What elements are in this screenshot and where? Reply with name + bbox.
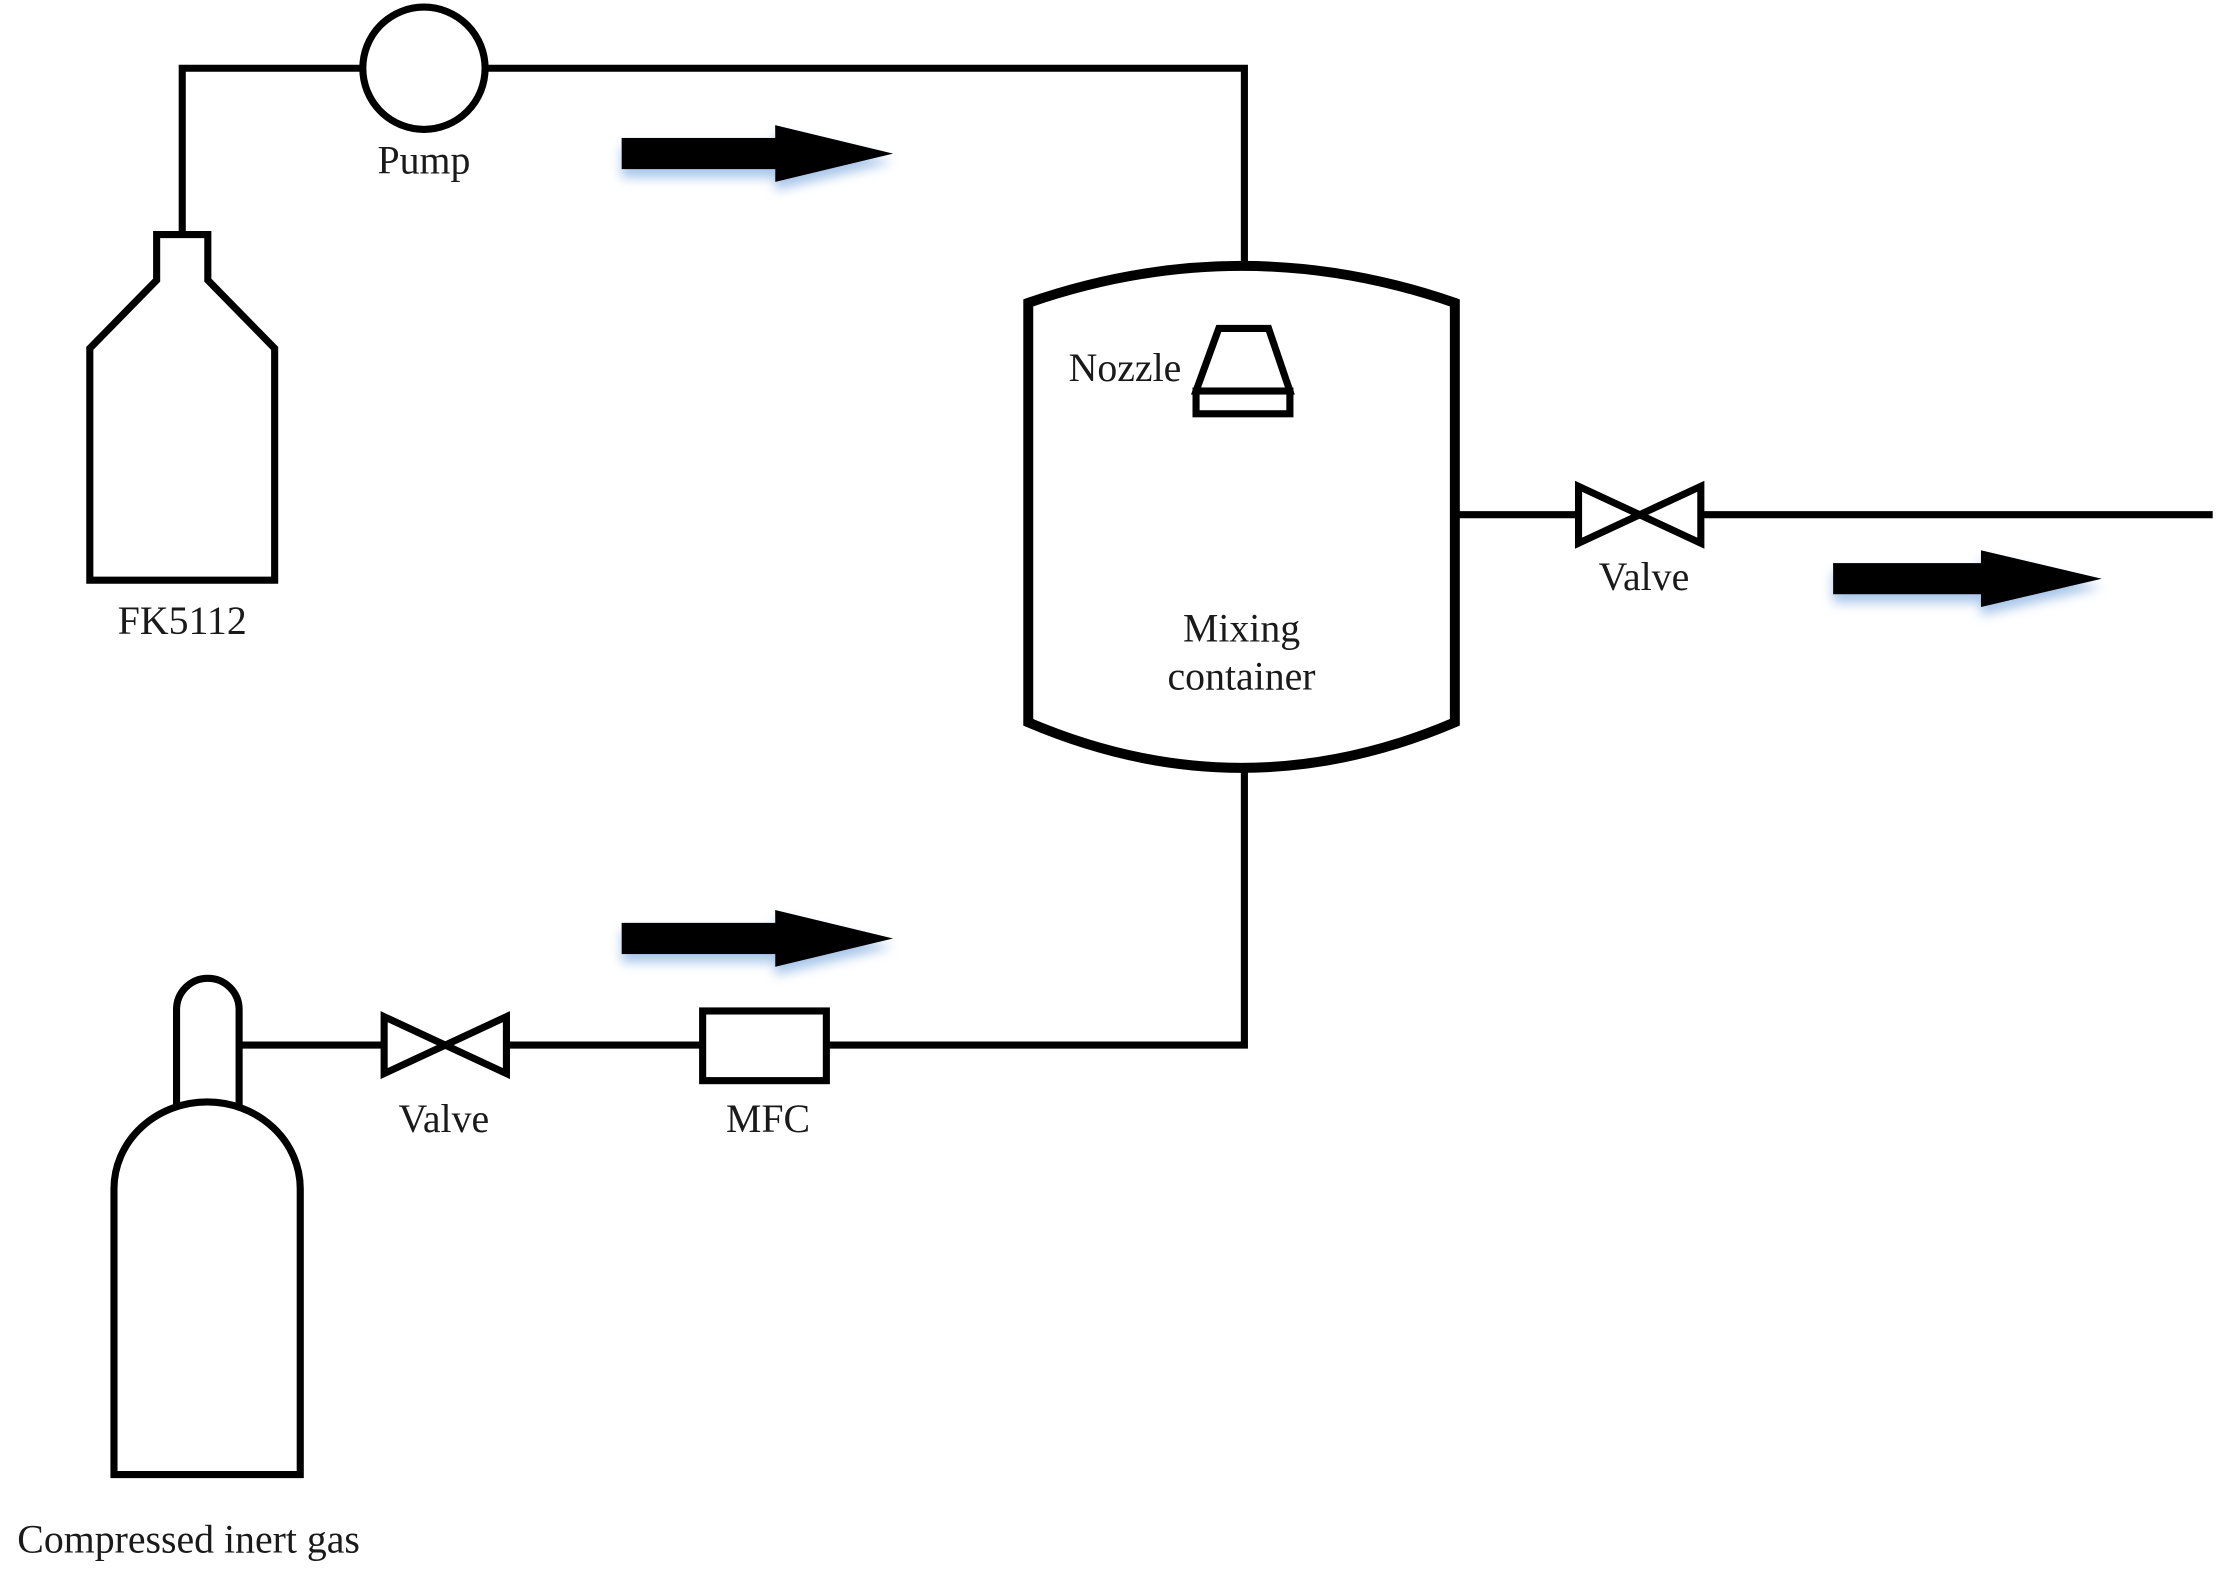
mixing-container-label-line1: Mixing: [1183, 606, 1300, 650]
flow-arrow-bottom-shaft: [621, 922, 781, 955]
pump-label: Pump: [378, 138, 471, 182]
mfc-box: [699, 1007, 830, 1085]
inlet-valve-label: Valve: [399, 1097, 490, 1141]
flow-arrow-outlet-shaft: [1833, 563, 1987, 595]
outlet-valve-label: Valve: [1599, 555, 1690, 599]
inlet-valve-left-triangle: [380, 1011, 454, 1080]
flow-arrow-top-shaft: [621, 137, 781, 170]
nozzle-tip: [1192, 387, 1294, 418]
nozzle-icon: [1190, 324, 1295, 418]
flow-arrow-bottom: [621, 910, 894, 967]
flow-arrow-outlet: [1833, 550, 2102, 608]
inlet-valve-right-triangle: [436, 1011, 510, 1080]
inlet-valve-icon: [380, 1011, 510, 1080]
feed-line: [178, 64, 1248, 329]
mixing-container: [1023, 260, 1460, 773]
pump-icon: [359, 3, 489, 133]
compressed-inert-gas-label: Compressed inert gas: [17, 1518, 360, 1562]
outlet-valve-left-triangle: [1574, 480, 1649, 549]
gas-line: [239, 767, 1248, 1049]
flow-arrow-top: [621, 125, 894, 183]
flow-arrow-top-head: [775, 125, 894, 183]
fk5112-bottle-icon: [86, 231, 279, 584]
flow-arrow-bottom-head: [775, 910, 894, 967]
mfc-label: MFC: [726, 1097, 810, 1141]
nozzle-label: Nozzle: [1069, 346, 1182, 390]
gas-cylinder-neck: [172, 974, 243, 1107]
mixing-container-label-line2: container: [1168, 655, 1316, 699]
flow-arrow-outlet-head: [1980, 550, 2102, 608]
gas-cylinder-icon: [110, 974, 304, 1479]
gas-cylinder-body: [110, 1098, 304, 1479]
fk5112-label: FK5112: [118, 599, 247, 643]
outlet-valve-icon: [1574, 480, 1705, 549]
outlet-valve-right-triangle: [1631, 480, 1705, 549]
